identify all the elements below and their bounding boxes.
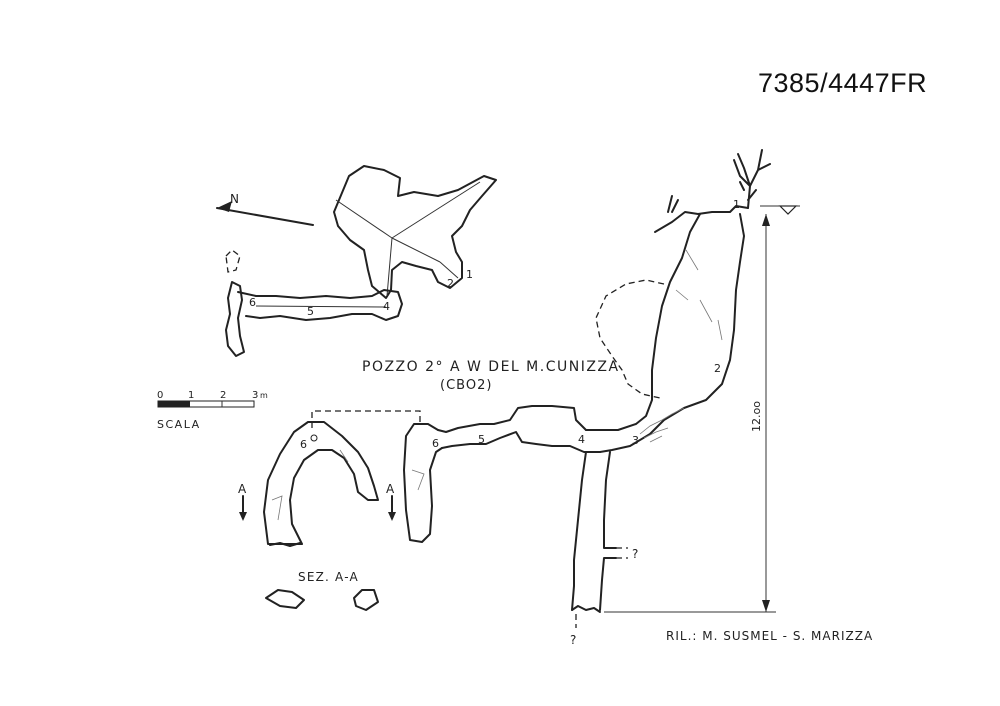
north-arrow: N — [216, 192, 314, 226]
profile-station-5: 5 — [478, 433, 485, 446]
plan-station-2: 2 — [447, 277, 454, 290]
profile-station-3: 3 — [632, 434, 639, 447]
section-label: SEZ. A-A — [298, 570, 359, 584]
section-arch — [263, 421, 379, 545]
scale-tick-1: 1 — [188, 390, 194, 401]
profile-view: 6 5 ? ? 1 2 3 4 12.oo — [403, 149, 800, 647]
profile-station-6: 6 — [432, 437, 439, 450]
lower-branch-unknown: ? — [632, 547, 638, 561]
profile-station-2: 2 — [714, 362, 721, 375]
survey-credit: RIL.: M. SUSMEL - S. MARIZZA — [666, 629, 873, 643]
plan-station-5: 5 — [307, 305, 314, 318]
cave-id: (CBO2) — [440, 378, 492, 393]
scale-tick-0: 0 — [157, 390, 163, 401]
plan-station-1: 1 — [466, 268, 473, 281]
cave-title: POZZO 2° A W DEL M.CUNIZZA — [362, 359, 620, 375]
plan-station-6: 6 — [249, 296, 256, 309]
plan-end-chamber — [225, 281, 245, 357]
scale-bar: 0 1 2 3 m SCALA — [157, 390, 268, 431]
plan-gallery — [237, 289, 403, 321]
depth-dimension: 12.oo — [604, 205, 800, 613]
plan-upper-chamber — [333, 165, 497, 299]
scale-label: SCALA — [157, 418, 201, 431]
section-marker-right: A — [386, 482, 395, 496]
scale-tick-3: 3 — [252, 390, 258, 401]
plan-station-4: 4 — [383, 300, 390, 313]
depth-label: 12.oo — [750, 401, 763, 432]
scale-tick-2: 2 — [220, 390, 226, 401]
section-aa: 6 A A SEZ. A-A — [238, 410, 421, 611]
profile-gallery — [437, 405, 587, 433]
plan-view: N 1 2 4 5 6 — [216, 165, 497, 357]
profile-shaft — [585, 213, 701, 431]
profile-lower-shaft — [571, 451, 587, 611]
profile-station-4: 4 — [578, 433, 585, 446]
section-marker-left: A — [238, 482, 247, 496]
document-code: 7385/4447FR — [758, 68, 928, 98]
scale-unit: m — [260, 391, 268, 400]
section-station-6: 6 — [300, 438, 307, 451]
profile-station-1: 1 — [733, 198, 740, 211]
bottom-unknown: ? — [570, 633, 576, 647]
north-label: N — [230, 192, 239, 206]
